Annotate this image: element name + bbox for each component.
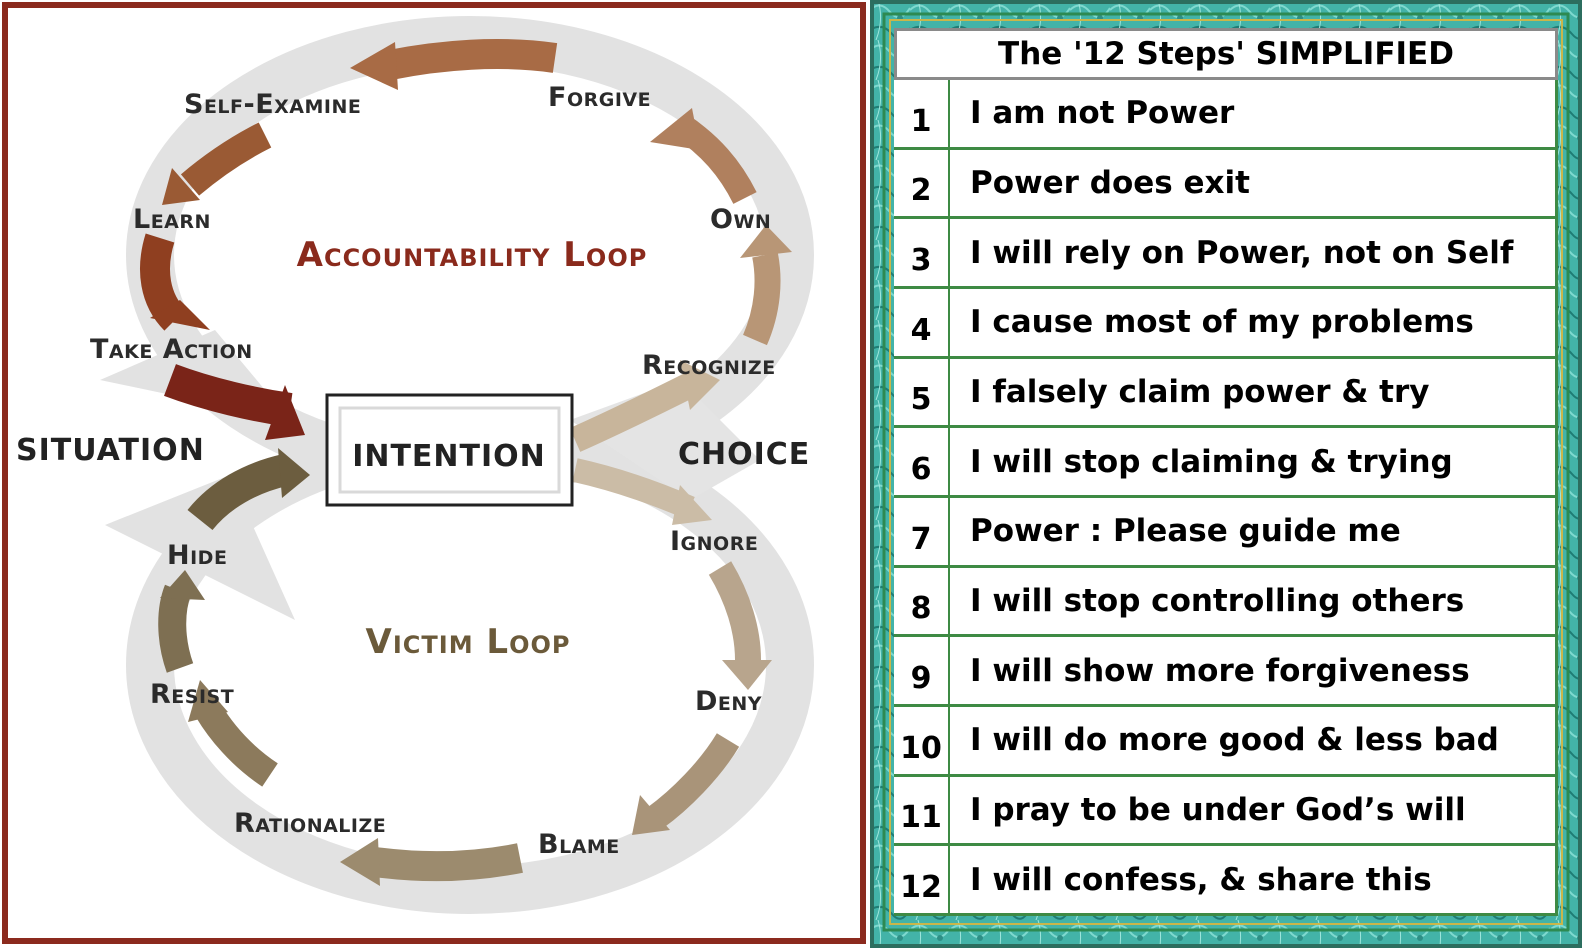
step-learn: Learn: [133, 204, 211, 235]
arrow-learn-head: [162, 168, 200, 205]
step-text: Power does exit: [970, 165, 1250, 201]
intention-label: INTENTION: [352, 439, 546, 474]
arrow-recognize-head: [680, 360, 720, 410]
arrow-own: [742, 252, 781, 346]
arrow-ignore-head: [672, 485, 712, 525]
arrow-take-action-head: [150, 300, 210, 330]
step-text: I am not Power: [970, 95, 1235, 132]
loop-diagram: INTENTION Accountability Loop Victim Loo…: [2, 2, 866, 944]
step-text: I cause most of my problems: [970, 304, 1474, 341]
step-row: 1 I am not Power: [894, 80, 1558, 150]
step-text: I will rely on Power, not on Self: [970, 234, 1514, 271]
step-own: Own: [710, 204, 771, 235]
arrow-forgive-head: [650, 108, 700, 150]
victim-loop-title: Victim Loop: [366, 622, 571, 662]
step-text: I will confess, & share this: [970, 861, 1432, 898]
arrow-resist-head: [188, 680, 228, 722]
choice-label: CHOICE: [678, 437, 810, 472]
arrow-rationalize-head: [340, 838, 380, 886]
step-row: 4 I cause most of my problems: [894, 289, 1558, 359]
arrow-self-examine: [387, 39, 558, 80]
step-number: 1: [894, 80, 950, 147]
step-ignore: Ignore: [670, 526, 758, 557]
step-text: I pray to be under God’s will: [970, 792, 1466, 829]
arrow-hide-to-intention: [187, 454, 289, 531]
step-text: I will show more forgiveness: [970, 652, 1470, 689]
steps-table: The '12 Steps' SIMPLIFIED 1 I am not Powe…: [894, 28, 1558, 917]
arrow-recognize: [569, 373, 696, 452]
step-forgive: Forgive: [548, 82, 651, 113]
steps-table-title: The '12 Steps' SIMPLIFIED: [894, 28, 1558, 80]
step-number: 11: [894, 776, 950, 844]
arrow-hide-head: [160, 570, 205, 600]
step-take-action: Take Action: [90, 334, 253, 365]
accountability-loop-title: Accountability Loop: [297, 235, 648, 275]
step-text: I falsely claim power & try: [970, 374, 1430, 411]
step-row: 8 I will stop controlling others: [894, 567, 1558, 638]
step-number: 8: [894, 567, 950, 635]
step-number: 5: [894, 358, 950, 426]
step-row: 12 I will confess, & share this: [894, 846, 1558, 917]
step-row: 2 Power does exit: [894, 149, 1558, 220]
arrow-deny-head: [722, 660, 772, 690]
step-number: 2: [894, 149, 950, 217]
step-self-examine: Self-Examine: [184, 89, 361, 120]
step-row: 11 I pray to be under God’s will: [894, 776, 1558, 847]
steps-panel: The '12 Steps' SIMPLIFIED 1 I am not Powe…: [870, 0, 1582, 948]
arrow-hide: [158, 584, 194, 673]
arrow-self-examine-head: [350, 42, 398, 90]
step-text: Power : Please guide me: [970, 513, 1401, 550]
arrow-hide-to-intention-head: [278, 448, 310, 498]
arrow-deny: [708, 561, 761, 661]
step-hide: Hide: [167, 540, 227, 571]
step-number: 7: [894, 498, 950, 565]
situation-arrow-lower: [105, 475, 295, 620]
arrow-learn: [180, 122, 272, 196]
step-recognize: Recognize: [642, 350, 776, 381]
step-resist: Resist: [150, 679, 234, 710]
step-text: I will stop controlling others: [970, 583, 1465, 620]
intention-box-inner: [338, 406, 561, 494]
arrow-blame: [647, 733, 740, 829]
step-number: 10: [894, 707, 950, 774]
step-number: 9: [894, 637, 950, 705]
arrow-blame-head: [632, 795, 670, 835]
step-number: 6: [894, 428, 950, 496]
step-row: 5 I falsely claim power & try: [894, 358, 1558, 429]
step-row: 6 I will stop claiming & trying: [894, 428, 1558, 499]
step-blame: Blame: [538, 829, 620, 860]
step-row: 9 I will show more forgiveness: [894, 637, 1558, 708]
loop-diagram-panel: INTENTION Accountability Loop Victim Loo…: [2, 2, 866, 944]
step-row: 10 I will do more good & less bad: [894, 707, 1558, 777]
situation-label: SITUATION: [16, 433, 205, 468]
arrow-own-head: [740, 225, 792, 258]
step-row: 3 I will rely on Power, not on Self: [894, 219, 1558, 290]
step-row: 7 Power : Please guide me: [894, 498, 1558, 568]
arrow-rationalize: [373, 843, 523, 882]
step-number: 3: [894, 219, 950, 287]
steps-rows: 1 I am not Power 2 Power does exit 3 I will r…: [894, 80, 1558, 917]
step-rationalize: Rationalize: [234, 808, 386, 839]
step-deny: Deny: [695, 686, 762, 717]
step-number: 4: [894, 289, 950, 356]
step-text: I will stop claiming & trying: [970, 443, 1453, 480]
step-text: I will do more good & less bad: [970, 722, 1499, 759]
arrow-to-intention-head: [265, 385, 305, 440]
arrow-resist: [195, 702, 278, 787]
step-number: 12: [894, 846, 950, 914]
